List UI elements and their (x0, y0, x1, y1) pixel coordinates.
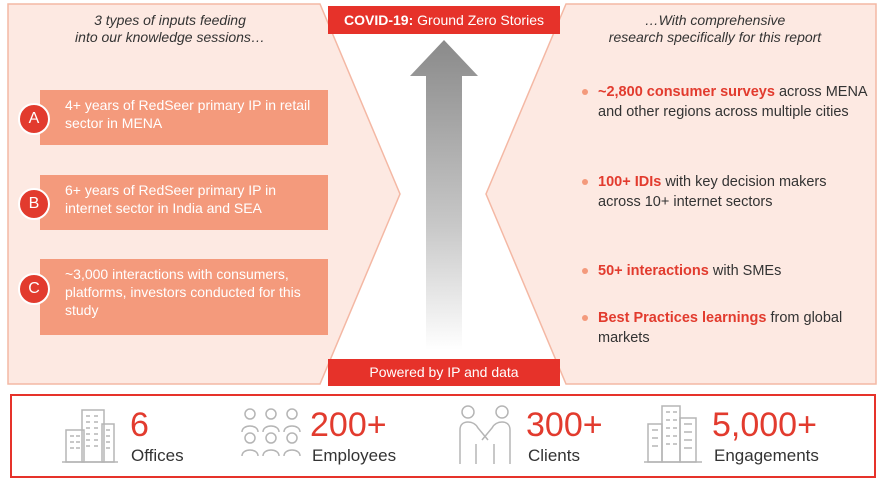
covid-banner-bold: COVID-19: (344, 12, 414, 28)
badge-a: A (18, 103, 50, 135)
input-box-c: ~3,000 interactions with consumers, plat… (40, 259, 328, 335)
people-group-icon (241, 408, 301, 457)
input-box-a: 4+ years of RedSeer primary IP in retail… (40, 90, 328, 145)
buildings-icon (62, 409, 118, 463)
covid-banner: COVID-19: Ground Zero Stories (328, 6, 560, 34)
stat-offices-value: 6 (130, 406, 149, 444)
badge-b: B (18, 188, 50, 220)
input-box-b: 6+ years of RedSeer primary IP in intern… (40, 175, 328, 230)
research-item-best-practices: Best Practices learnings from global mar… (598, 310, 843, 346)
stat-employees-value: 200+ (310, 406, 387, 444)
handshake-icon (459, 405, 511, 464)
stats-bar (10, 394, 876, 478)
input-c-text: ~3,000 interactions with consumers, plat… (65, 266, 301, 318)
left-panel-title: 3 types of inputs feeding into our knowl… (75, 12, 265, 45)
powered-banner: Powered by IP and data (328, 359, 560, 386)
stat-engagements-label: Engagements (714, 446, 819, 465)
stat-offices-label: Offices (131, 446, 184, 465)
upward-arrow (410, 40, 478, 350)
stat-engagements-value: 5,000+ (712, 406, 817, 444)
city-skyline-icon (644, 405, 702, 463)
stat-clients-label: Clients (528, 446, 580, 465)
stat-employees-label: Employees (312, 446, 397, 465)
right-chevron-panel (485, 3, 877, 385)
input-b-text: 6+ years of RedSeer primary IP in intern… (65, 182, 277, 216)
research-item-surveys: ~2,800 consumer surveys across MENA and … (598, 84, 867, 120)
input-a-text: 4+ years of RedSeer primary IP in retail… (65, 97, 311, 131)
stat-clients-value: 300+ (526, 406, 603, 444)
covid-banner-rest: Ground Zero Stories (413, 12, 544, 28)
bullet-2 (582, 179, 588, 185)
research-item-idis: 100+ IDIs with key decision makers acros… (598, 174, 827, 210)
bullet-4 (582, 315, 588, 321)
badge-c: C (18, 273, 50, 305)
research-item-interactions: 50+ interactions with SMEs (598, 263, 782, 279)
bullet-3 (582, 268, 588, 274)
bullet-1 (582, 89, 588, 95)
right-panel-title: …With comprehensive research specificall… (608, 12, 822, 45)
